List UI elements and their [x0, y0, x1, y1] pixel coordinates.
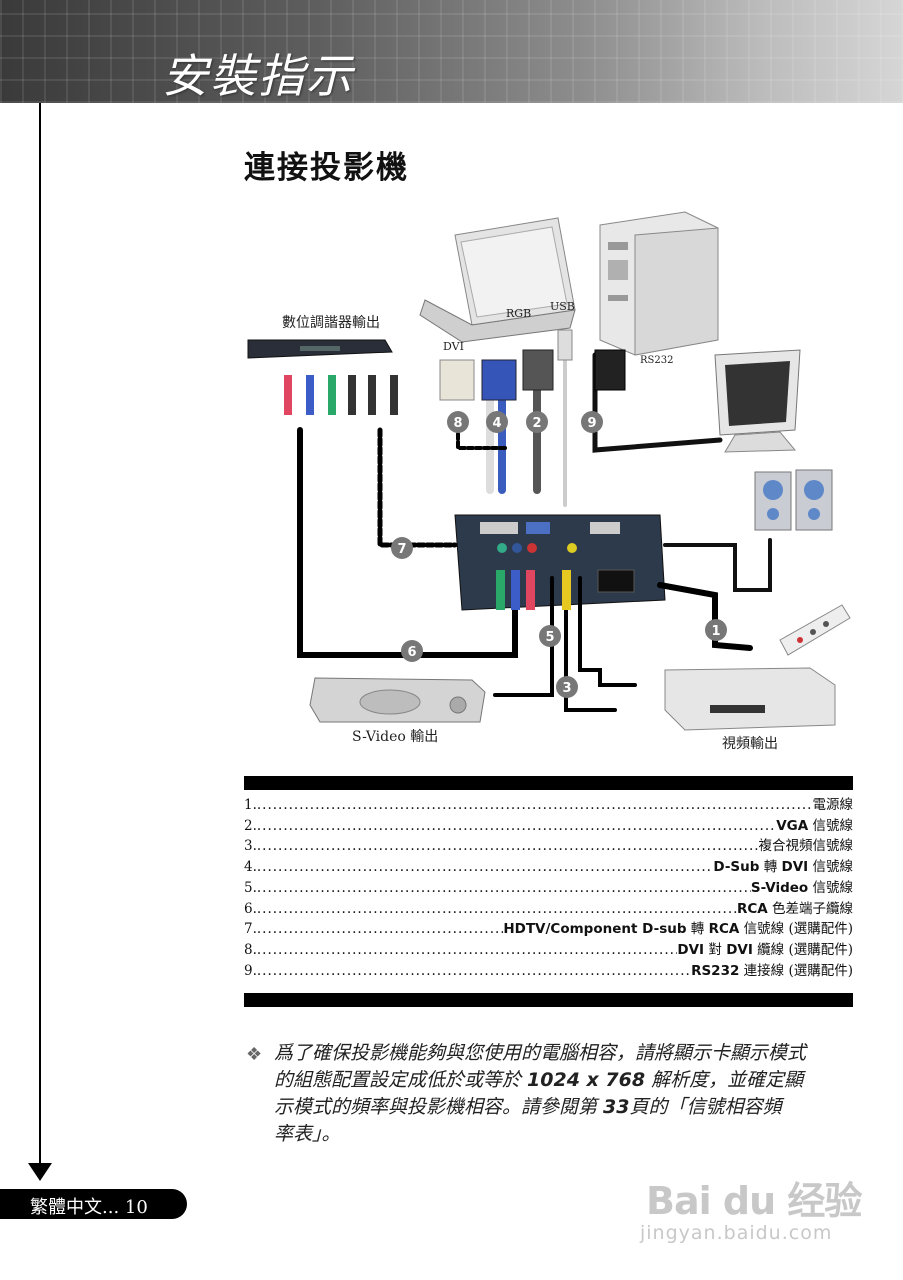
svg-text:2: 2	[532, 416, 541, 431]
callout-1: 1	[705, 619, 727, 641]
compatibility-note: ❖ 爲了確保投影機能夠與您使用的電腦相容，請將顯示卡顯示模式 的組態配置設定成低…	[246, 1040, 858, 1148]
note-line-4: 率表」。	[274, 1123, 341, 1145]
label-usb: USB	[550, 300, 575, 313]
left-rule	[39, 103, 41, 1165]
svg-text:5: 5	[545, 630, 554, 645]
dvd-player-illustration	[664, 667, 836, 731]
callout-3: 3	[556, 676, 578, 698]
desktop-tower-illustration	[599, 211, 719, 356]
legend-item-2: 2. VGA 信號線	[244, 816, 853, 837]
svg-text:6: 6	[407, 645, 416, 660]
section-title: 連接投影機	[244, 150, 409, 186]
label-dvi: DVI	[443, 340, 464, 353]
note-line-3: 示模式的頻率與投影機相容。請參閱第 33頁的「信號相容頻	[274, 1096, 782, 1118]
callout-9: 9	[581, 411, 603, 433]
label-rgb: RGB	[506, 307, 531, 320]
label-rs232: RS232	[640, 355, 673, 366]
legend-item-8: 8. DVI 對 DVI 纜線 (選購配件)	[244, 940, 853, 961]
legend-item-7: 7. HDTV/Component D-sub 轉 RCA 信號線 (選購配件)	[244, 919, 853, 940]
svg-text:7: 7	[397, 542, 406, 557]
header-band	[0, 0, 903, 103]
note-line-2: 的組態配置設定成低於或等於 1024 x 768 解析度，並確定顯	[274, 1069, 804, 1091]
power-strip-illustration	[779, 604, 851, 656]
projector-panel	[454, 514, 666, 611]
footer-tab	[0, 1189, 187, 1219]
label-dtv: 數位調諧器輸出	[282, 315, 380, 331]
legend-top-bar	[244, 776, 853, 790]
header-title: 安裝指示	[162, 49, 354, 103]
baidu-watermark: Bai du 经验 jingyan.baidu.com	[640, 1150, 870, 1250]
callout-4: 4	[486, 411, 508, 433]
svg-text:4: 4	[492, 416, 501, 431]
label-video-out: 視頻輸出	[722, 736, 778, 752]
svg-text:8: 8	[453, 416, 462, 431]
laptop-illustration	[419, 217, 576, 343]
tuner-rca-plugs	[284, 375, 398, 415]
legend-item-9: 9. RS232 連接線 (選購配件)	[244, 961, 853, 982]
projector-rca-plugs	[496, 570, 571, 610]
tuner-box-illustration	[247, 339, 393, 359]
connection-diagram: 8 4 2 9 7 6 5 3 1 數位調諧器輸出 DVI RGB USB RS…	[247, 211, 851, 752]
monitor-illustration	[714, 349, 801, 453]
legend-item-1: 1. 電源線	[244, 795, 853, 816]
legend-item-5: 5. S-Video 信號線	[244, 878, 853, 899]
legend-item-3: 3. 複合視頻信號線	[244, 836, 853, 857]
svg-text:3: 3	[562, 681, 571, 696]
svg-text:9: 9	[587, 416, 596, 431]
callout-5: 5	[539, 625, 561, 647]
callout-8: 8	[447, 411, 469, 433]
callout-2: 2	[526, 411, 548, 433]
callout-7: 7	[391, 537, 413, 559]
page-footer: 繁體中文... 10	[30, 1197, 148, 1218]
legend-item-4: 4. D-Sub 轉 DVI 信號線	[244, 857, 853, 878]
svg-text:1: 1	[711, 624, 720, 639]
watermark-url: jingyan.baidu.com	[640, 1222, 833, 1244]
note-line-1: 爲了確保投影機能夠與您使用的電腦相容，請將顯示卡顯示模式	[274, 1042, 807, 1064]
vcr-illustration	[309, 677, 486, 723]
legend-item-6: 6. RCA 色差端子纜線	[244, 899, 853, 920]
legend-bottom-bar	[244, 993, 853, 1007]
left-arrow-icon	[28, 1163, 52, 1181]
note-bullet-icon: ❖	[246, 1044, 263, 1065]
cable-legend: 1. 電源線 2. VGA 信號線 3. 複合視頻信號線 4. D-Sub 轉 …	[244, 795, 853, 981]
speakers-illustration	[754, 469, 833, 531]
label-svideo-out: S-Video 輸出	[352, 729, 438, 745]
top-connectors	[439, 329, 626, 401]
watermark-logo: Bai du 经验	[646, 1179, 862, 1223]
callout-6: 6	[401, 640, 423, 662]
